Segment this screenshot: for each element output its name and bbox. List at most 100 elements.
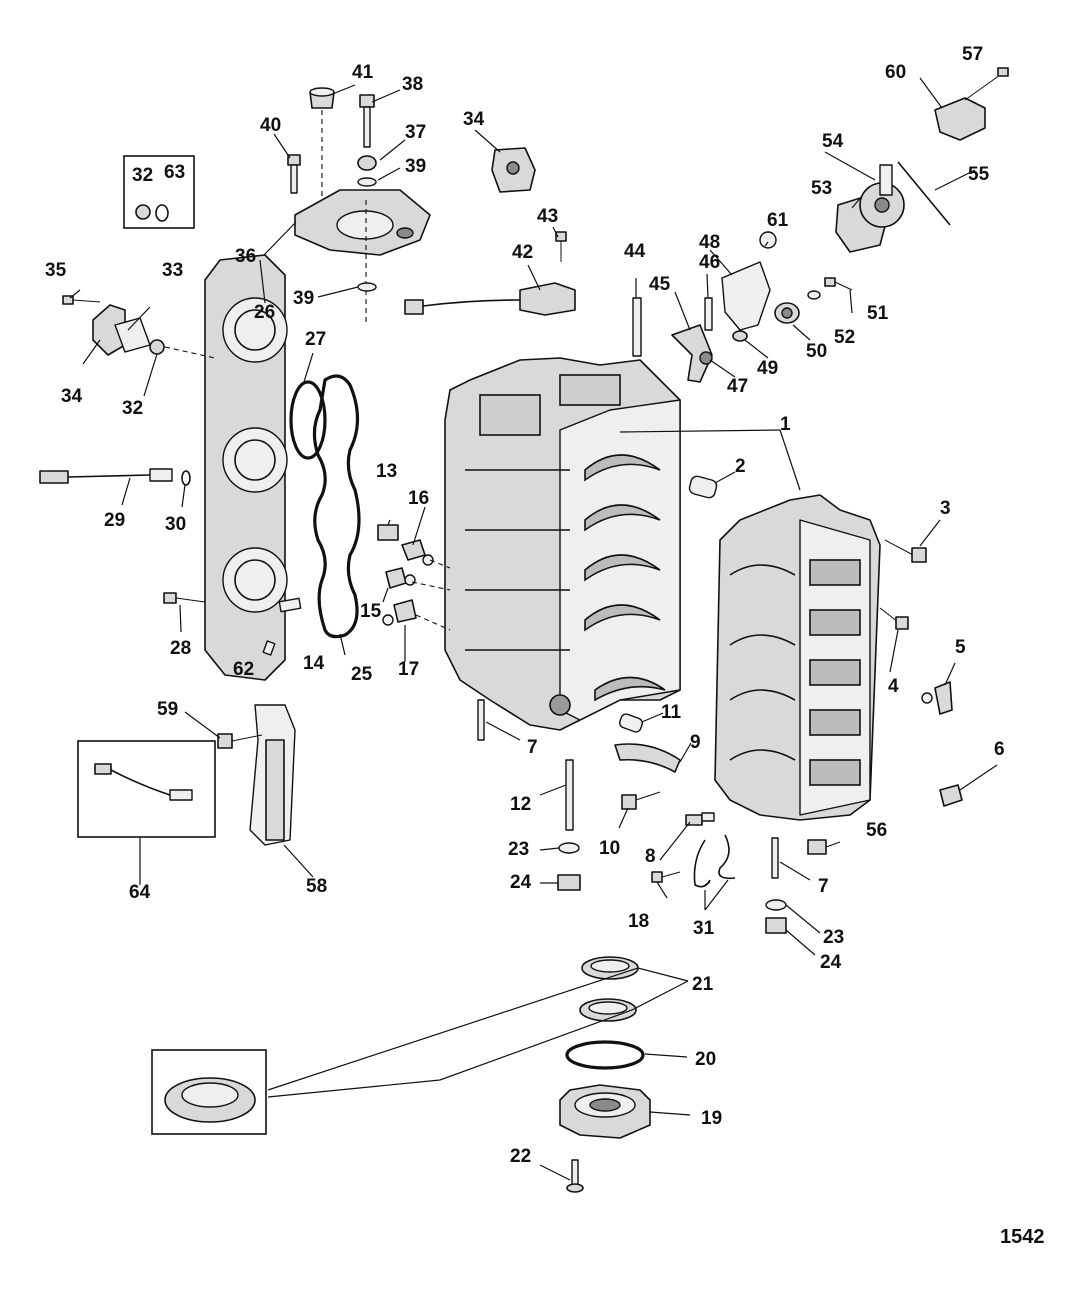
callout-50: 50 [806, 341, 827, 362]
callout-35: 35 [45, 260, 67, 281]
callout-7-left: 7 [527, 737, 538, 758]
stud-7-right [771, 837, 779, 879]
bolt-59 [217, 733, 263, 749]
callout-57: 57 [962, 44, 983, 65]
link-rod-55 [897, 161, 951, 226]
callout-47: 47 [727, 376, 748, 397]
callout-24-right: 24 [820, 952, 842, 973]
seal-inset [164, 1077, 256, 1123]
callout-33: 33 [162, 260, 183, 281]
dowel-11 [618, 713, 644, 733]
grommet-37 [357, 155, 377, 171]
callout-62: 62 [233, 659, 254, 680]
callout-23-right: 23 [823, 927, 844, 948]
washer-23-right [765, 899, 787, 911]
callout-58: 58 [306, 876, 327, 897]
cylinder-block [444, 357, 681, 731]
clip-61 [759, 231, 777, 249]
callout-39-upper: 39 [405, 156, 426, 177]
callout-24-left: 24 [510, 872, 532, 893]
callout-63: 63 [164, 162, 185, 183]
callout-36: 36 [235, 246, 256, 267]
sensor-housing-34-top [491, 147, 536, 193]
callout-17: 17 [398, 659, 419, 680]
sensor-29 [39, 468, 173, 484]
callout-26: 26 [254, 302, 275, 323]
throttle-cam-54 [859, 164, 905, 228]
bolt-18 [651, 871, 681, 883]
nut-24-left [557, 874, 581, 891]
callout-22: 22 [510, 1146, 531, 1167]
callout-9: 9 [690, 732, 701, 753]
bolt-4 [879, 607, 909, 630]
callout-27: 27 [305, 329, 326, 350]
nut-47 [699, 351, 713, 365]
dowel-2 [688, 475, 718, 499]
callout-54: 54 [822, 131, 844, 152]
callout-2: 2 [735, 456, 746, 477]
callout-60: 60 [885, 62, 906, 83]
callout-1: 1 [780, 414, 791, 435]
bushing-50 [774, 302, 800, 324]
strap-9 [614, 743, 681, 773]
hook-31b [718, 834, 736, 880]
seal-21-lower [579, 998, 637, 1022]
callout-38: 38 [402, 74, 423, 95]
o-ring-27 [289, 380, 327, 460]
callout-34-left: 34 [61, 386, 83, 407]
callout-3: 3 [940, 498, 951, 519]
callout-25: 25 [351, 664, 373, 685]
inset-box-64 [77, 740, 216, 838]
plug-32-inset [135, 204, 151, 220]
fitting-16 [401, 539, 434, 566]
harness-64 [94, 763, 193, 801]
dowel-14 [278, 597, 302, 613]
callout-28: 28 [170, 638, 191, 659]
screw-56 [807, 839, 841, 855]
bearing-cap-60 [934, 97, 986, 141]
callout-10: 10 [599, 838, 620, 859]
callout-37: 37 [405, 122, 426, 143]
callout-56: 56 [866, 820, 887, 841]
washer-52 [807, 290, 821, 300]
callout-15: 15 [360, 601, 382, 622]
callout-20: 20 [695, 1049, 716, 1070]
o-ring-30 [181, 470, 191, 486]
callout-8: 8 [645, 846, 656, 867]
stud-7-left [477, 699, 485, 741]
inset-box-32-63 [123, 155, 195, 229]
callout-6: 6 [994, 739, 1005, 760]
callout-30: 30 [165, 514, 186, 535]
callout-61: 61 [767, 210, 789, 231]
cylinder-head [204, 254, 288, 681]
fitting-17 [382, 599, 417, 626]
fitting-8 [685, 812, 715, 826]
callout-52: 52 [834, 327, 855, 348]
callout-64: 64 [129, 882, 151, 903]
callout-7-right: 7 [818, 876, 829, 897]
link-48 [721, 261, 771, 331]
washer-49 [732, 330, 748, 342]
bracket-45 [671, 324, 713, 383]
leader-lines [69, 77, 998, 1181]
lower-end-cap-19 [559, 1084, 651, 1139]
callout-32-inset: 32 [132, 165, 153, 186]
harness-42 [404, 282, 576, 316]
end-cap-housing [294, 189, 431, 256]
bolt-3 [884, 539, 927, 563]
callout-53: 53 [811, 178, 832, 199]
bolt-43 [555, 231, 567, 262]
callout-43: 43 [537, 206, 558, 227]
callout-45: 45 [649, 274, 671, 295]
bolt-22 [566, 1159, 584, 1193]
bolt-35 [62, 295, 101, 305]
callout-42: 42 [512, 242, 533, 263]
callout-labels: 1 2 3 4 5 6 7 7 8 9 10 11 12 13 14 15 16… [45, 44, 1005, 1167]
seal-21-upper [581, 956, 639, 980]
fitting-15 [385, 567, 416, 589]
plug-41 [309, 87, 335, 109]
stud-44 [632, 297, 642, 357]
bolt-28 [163, 592, 206, 604]
crankcase-cover [714, 494, 881, 821]
